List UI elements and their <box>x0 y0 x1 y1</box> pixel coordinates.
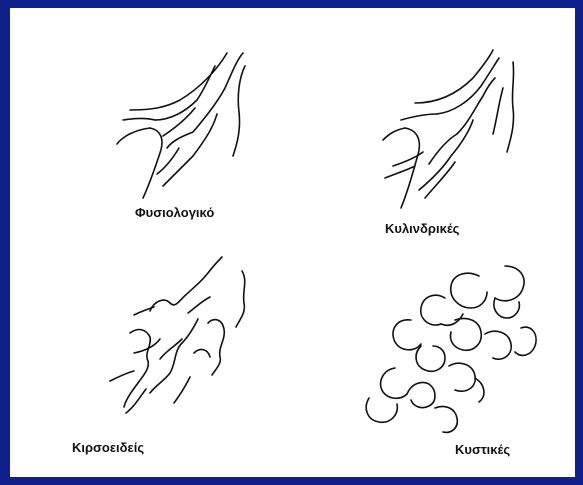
panel-normal <box>105 48 265 218</box>
diagram-frame: Φυσιολογικό Κυλινδρικές <box>10 8 575 477</box>
cylindrical-airway-drawing <box>365 48 535 228</box>
label-cylindrical: Κυλινδρικές <box>385 221 459 236</box>
varicose-airway-drawing <box>90 253 270 433</box>
panel-cystic <box>355 258 555 438</box>
label-cystic: Κυστικές <box>455 442 510 457</box>
cystic-airway-drawing <box>355 258 555 438</box>
label-normal: Φυσιολογικό <box>135 205 214 220</box>
normal-airway-drawing <box>105 48 265 218</box>
label-varicose: Κιρσοειδείς <box>72 440 144 455</box>
panel-varicose <box>90 253 270 433</box>
panel-cylindrical <box>365 48 535 228</box>
